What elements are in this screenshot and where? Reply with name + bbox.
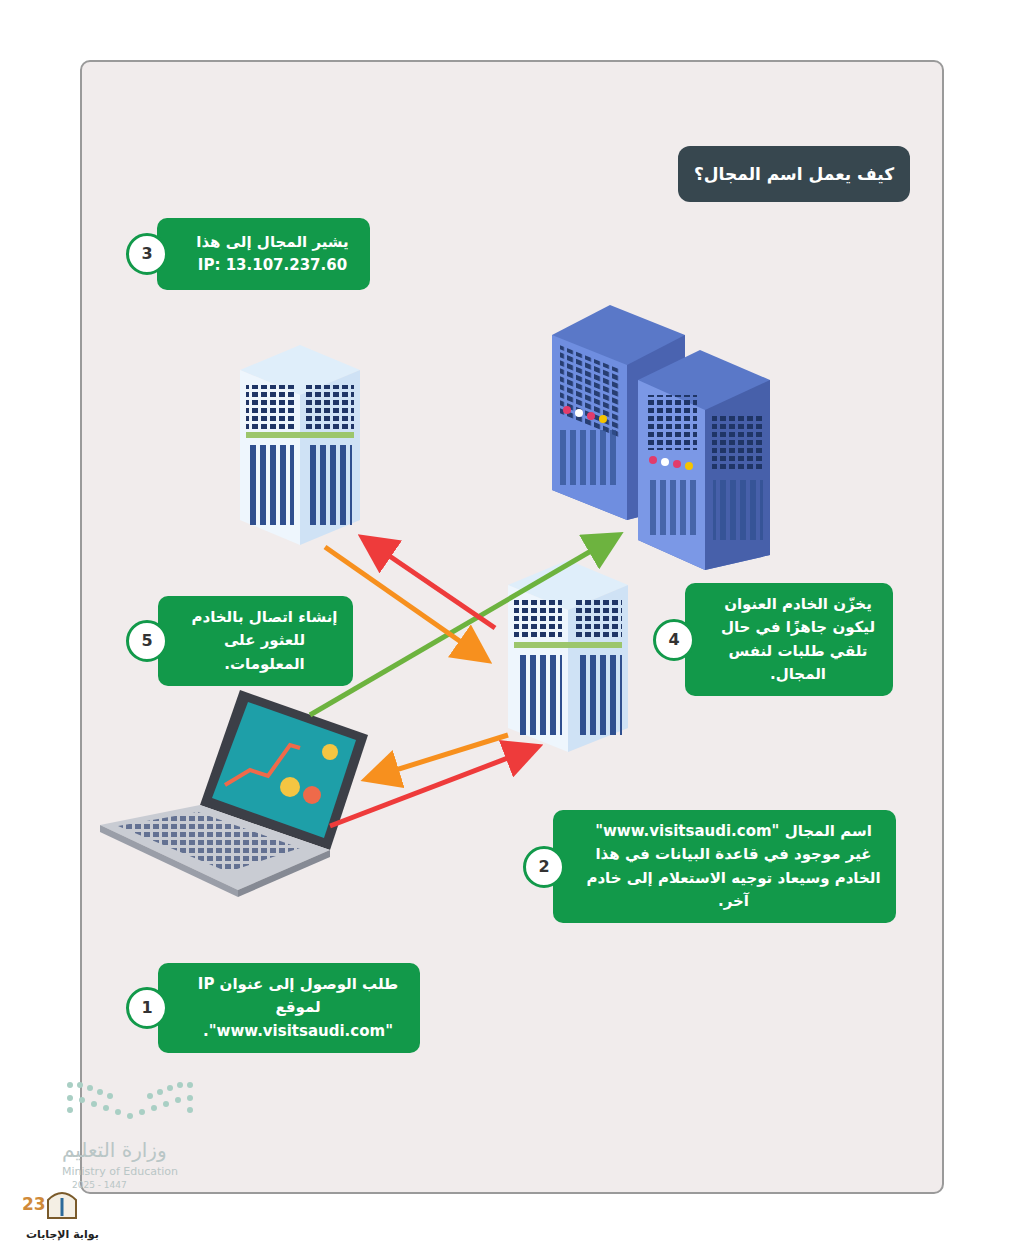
ministry-name-en: Ministry of Education <box>62 1165 178 1178</box>
page-number: 23 <box>22 1194 46 1214</box>
callout-text: اسم المجال "www.visitsaudi.com" غير موجو… <box>585 820 882 913</box>
callout-number: 1 <box>126 987 168 1029</box>
ministry-name-ar: وزارة التعليم <box>62 1138 167 1162</box>
callout-box: إنشاء اتصال بالخادم للعثور على المعلومات… <box>158 596 353 686</box>
number-text: 2 <box>538 855 549 880</box>
title-text: كيف يعمل اسم المجال؟ <box>694 164 894 184</box>
callout-number: 3 <box>126 233 168 275</box>
callout-number: 4 <box>653 619 695 661</box>
callout-text: إنشاء اتصال بالخادم للعثور على المعلومات… <box>190 606 339 676</box>
title-box: كيف يعمل اسم المجال؟ <box>678 146 910 202</box>
number-text: 3 <box>141 242 152 267</box>
callout-box: يشير المجال إلى هذا IP: 13.107.237.603 <box>157 218 370 290</box>
number-text: 4 <box>668 628 679 653</box>
number-text: 1 <box>141 996 152 1021</box>
number-text: 5 <box>141 629 152 654</box>
callout-text: يشير المجال إلى هذا IP: 13.107.237.60 <box>189 231 356 278</box>
callout-box: يخزّن الخادم العنوان ليكون جاهزًا في حال… <box>685 583 893 696</box>
ministry-year: 2025 - 1447 <box>72 1180 127 1190</box>
callout-number: 5 <box>126 620 168 662</box>
site-watermark: بوابة الإجابات <box>26 1228 99 1241</box>
callout-number: 2 <box>523 846 565 888</box>
callout-text: طلب الوصول إلى عنوان IP لموقع "www.visit… <box>190 973 406 1043</box>
callout-box: اسم المجال "www.visitsaudi.com" غير موجو… <box>553 810 896 923</box>
callout-box: طلب الوصول إلى عنوان IP لموقع "www.visit… <box>158 963 420 1053</box>
callout-text: يخزّن الخادم العنوان ليكون جاهزًا في حال… <box>717 593 879 686</box>
